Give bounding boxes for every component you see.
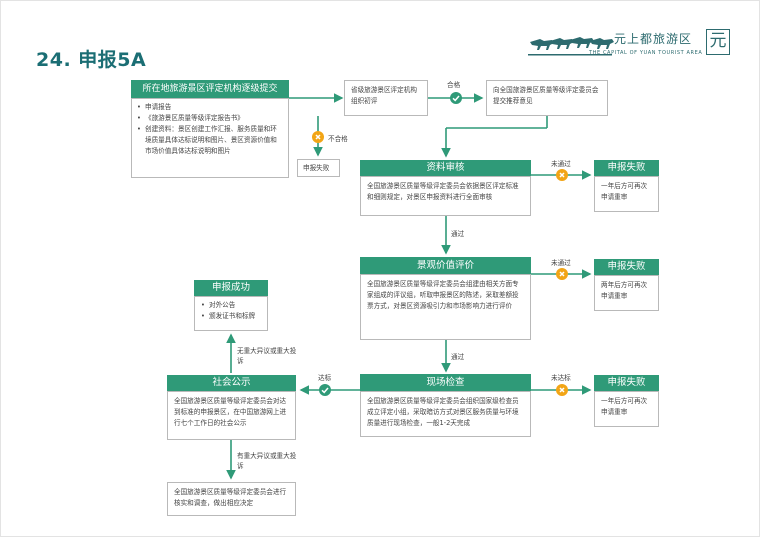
fail-landscape-box: 两年后方可再次申请重审 — [594, 275, 659, 311]
logo-seal: 元 — [706, 29, 730, 55]
provincial-box: 省级旅游景区评定机构组织初评 — [344, 80, 428, 116]
logo-name-en: THE CAPITAL OF YUAN TOURIST AREA — [589, 50, 703, 56]
landscape-eval-header: 景观价值评价 — [360, 257, 531, 274]
label-not-pass: 未通过 — [551, 259, 571, 267]
fail-material-header: 申报失败 — [594, 160, 659, 176]
fail-cross-icon — [556, 384, 568, 396]
label-passed: 通过 — [451, 353, 465, 361]
verify-box: 全国旅游景区质量等级评定委员会进行核实和调查，做出相应决定 — [167, 482, 296, 516]
success-header: 申报成功 — [194, 280, 268, 296]
label-no-objection: 无重大异议或重大投诉 — [237, 347, 297, 365]
page-title: 24. 申报5A — [36, 49, 147, 71]
landscape-eval-box: 全国旅游景区质量等级评定委员会组建由相关方面专家组成的评议组，听取申报景区的陈述… — [360, 274, 531, 340]
fail-site-box: 一年后方可再次申请重审 — [594, 391, 659, 427]
label-standard: 达标 — [318, 374, 332, 382]
fail-cross-icon — [556, 169, 568, 181]
public-notice-box: 全国旅游景区质量等级评定委员会对达到标准的申报景区，在中国旅游网上进行七个工作日… — [167, 391, 296, 440]
material-review-header: 资料审核 — [360, 160, 531, 176]
public-notice-header: 社会公示 — [167, 375, 296, 391]
fail-material-box: 一年后方可再次申请重审 — [594, 176, 659, 212]
site-inspection-header: 现场检查 — [360, 374, 531, 391]
submit-item: 创建资料：景区创建工作汇报、服务质量和环境质量具体达标说明和图片、景区资源价值和… — [137, 124, 283, 157]
fail-cross-icon — [556, 268, 568, 280]
pass-check-icon — [319, 384, 331, 396]
pass-check-icon — [450, 92, 462, 104]
recommend-box: 向全国旅游景区质量等级评定委员会提交推荐意见 — [486, 80, 608, 116]
success-items-box: 对外公告 颁发证书和标牌 — [194, 296, 268, 331]
success-item: 对外公告 — [201, 300, 261, 311]
label-pass: 合格 — [447, 81, 461, 89]
label-fail: 不合格 — [328, 135, 348, 143]
submit-header: 所在地旅游景区评定机构逐级提交 — [131, 80, 289, 98]
submit-items-box: 申请报告 《旅游景区质量等级评定报告书》 创建资料：景区创建工作汇报、服务质量和… — [131, 98, 289, 178]
label-has-objection: 有重大异议或重大投诉 — [237, 452, 297, 470]
fail-cross-icon — [312, 131, 324, 143]
submit-item: 申请报告 — [137, 102, 283, 113]
material-review-box: 全国旅游景区质量等级评定委员会依据景区评定标准和细则规定，对景区申报资料进行全面… — [360, 176, 531, 216]
label-passed: 通过 — [451, 230, 465, 238]
label-not-standard: 未达标 — [551, 374, 571, 382]
label-not-pass: 未通过 — [551, 160, 571, 168]
site-inspection-box: 全国旅游景区质量等级评定委员会组织国家级检查员成立评定小组，采取暗访方式对景区服… — [360, 391, 531, 437]
fail-site-header: 申报失败 — [594, 375, 659, 391]
fail-initial-box: 申报失败 — [297, 159, 340, 177]
submit-item: 《旅游景区质量等级评定报告书》 — [137, 113, 283, 124]
logo-horses-graphic — [528, 37, 614, 56]
logo-name-cn: 元上都旅游区 — [614, 32, 693, 46]
success-item: 颁发证书和标牌 — [201, 311, 261, 322]
fail-landscape-header: 申报失败 — [594, 259, 659, 275]
